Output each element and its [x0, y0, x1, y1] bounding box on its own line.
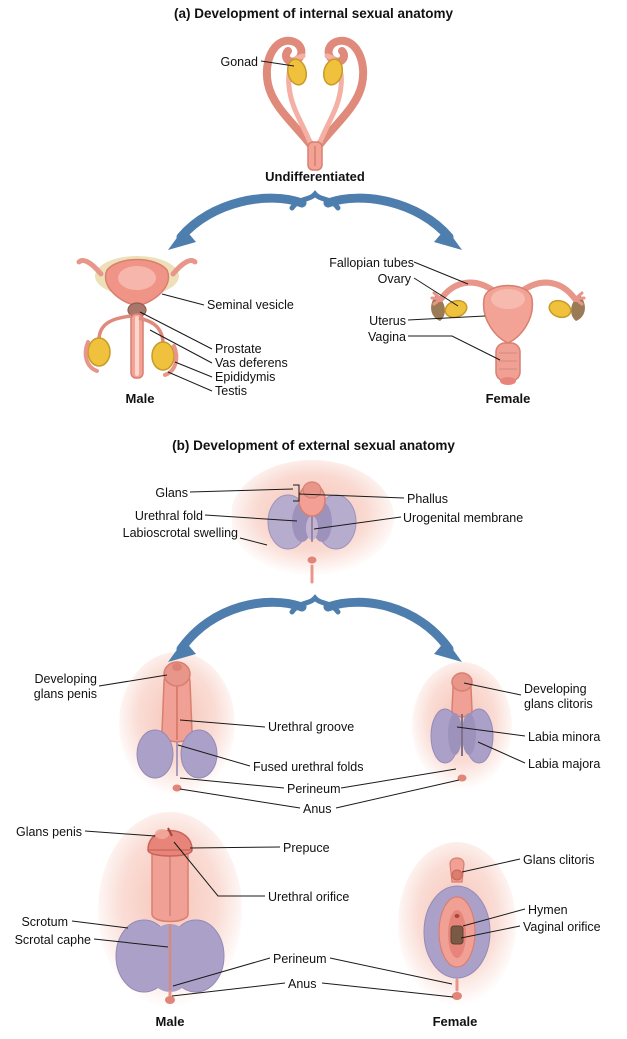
ovary-right: [548, 299, 572, 319]
label-urogenital-membrane: Urogenital membrane: [403, 511, 524, 525]
developing-glans-clitoris: [451, 672, 473, 692]
mature-male-external-illustration: [98, 812, 242, 1008]
caption-female-internal: Female: [485, 391, 531, 406]
label-glans: Glans: [155, 486, 188, 500]
label-prepuce: Prepuce: [283, 841, 330, 855]
mature-female-external-illustration: [398, 842, 516, 1006]
glans-bud: [302, 481, 322, 499]
label-fallopian-tubes: Fallopian tubes: [329, 256, 414, 270]
anus: [172, 784, 182, 792]
urethral-orifice: [454, 914, 460, 918]
label-labioscrotal-swelling: Labioscrotal swelling: [122, 526, 238, 540]
label-hymen: Hymen: [528, 903, 568, 917]
branch-arrow-internal: [168, 190, 462, 250]
label-scrotal-raphe: Scrotal caphe: [14, 933, 91, 947]
label-labia-minora: Labia minora: [528, 730, 601, 744]
label-developing-glans-clitoris: Developing glans clitoris: [524, 682, 593, 711]
glans-clitoris: [451, 869, 463, 881]
vaginal-orifice-hymen: [450, 925, 464, 945]
scrotal-swelling-right: [180, 729, 218, 779]
gonad-right: [322, 58, 344, 86]
section-a-title: (a) Development of internal sexual anato…: [173, 6, 454, 21]
undifferentiated-internal-illustration: [262, 36, 368, 171]
label-perineum-mature: Perineum: [273, 952, 327, 966]
fallopian-tube-right: [519, 279, 578, 302]
urethral-orifice: [167, 827, 173, 837]
epididymis-left: [83, 340, 99, 373]
male-internal-illustration: [76, 256, 198, 379]
vas-deferens-left: [97, 314, 132, 341]
label-seminal-vesicle: Seminal vesicle: [207, 298, 294, 312]
anus: [452, 992, 462, 1000]
label-anus-mature: Anus: [288, 977, 317, 991]
caption-female-external: Female: [432, 1014, 478, 1029]
developing-female-external-illustration: [412, 662, 512, 790]
vagina: [495, 342, 521, 382]
label-testis: Testis: [215, 384, 247, 398]
developing-male-external-illustration: [119, 652, 235, 796]
caption-male-internal: Male: [125, 391, 155, 406]
label-vaginal-orifice: Vaginal orifice: [523, 920, 601, 934]
label-gonad: Gonad: [220, 55, 258, 69]
fimbriae-right: [573, 291, 586, 306]
testis-left: [87, 337, 111, 367]
scrotal-swelling-left: [136, 729, 174, 779]
caption-male-external: Male: [155, 1014, 185, 1029]
label-urethral-groove: Urethral groove: [268, 720, 355, 734]
label-glans-penis: Glans penis: [15, 825, 82, 839]
label-vagina: Vagina: [368, 330, 406, 344]
labia-minora-right: [462, 713, 476, 755]
undifferentiated-external-illustration: [232, 460, 394, 584]
label-phallus: Phallus: [407, 492, 448, 506]
label-urethral-fold: Urethral fold: [134, 509, 203, 523]
label-perineum-developing: Perineum: [287, 782, 341, 796]
label-epididymis: Epididymis: [215, 370, 276, 384]
section-b-title: (b) Development of external sexual anato…: [172, 438, 455, 453]
label-prostate: Prostate: [215, 342, 262, 356]
testis-right: [151, 341, 175, 371]
anus-bud: [307, 556, 317, 564]
female-internal-illustration: [430, 279, 586, 385]
label-labia-majora: Labia majora: [528, 757, 601, 771]
label-uterus: Uterus: [369, 314, 406, 328]
label-vas-deferens: Vas deferens: [215, 356, 288, 370]
label-glans-clitoris: Glans clitoris: [523, 853, 595, 867]
label-ovary: Ovary: [377, 272, 411, 286]
anus: [165, 996, 175, 1004]
label-developing-glans-penis: Developing glans penis: [33, 672, 97, 701]
labia-minora-left: [448, 713, 462, 755]
anus: [457, 774, 467, 782]
caption-undifferentiated: Undifferentiated: [265, 169, 365, 184]
label-urethral-orifice: Urethral orifice: [268, 890, 350, 904]
label-scrotum: Scrotum: [21, 915, 68, 929]
ovary-left: [444, 299, 468, 319]
label-anus-developing: Anus: [303, 802, 332, 816]
label-fused-urethral-folds: Fused urethral folds: [253, 760, 364, 774]
